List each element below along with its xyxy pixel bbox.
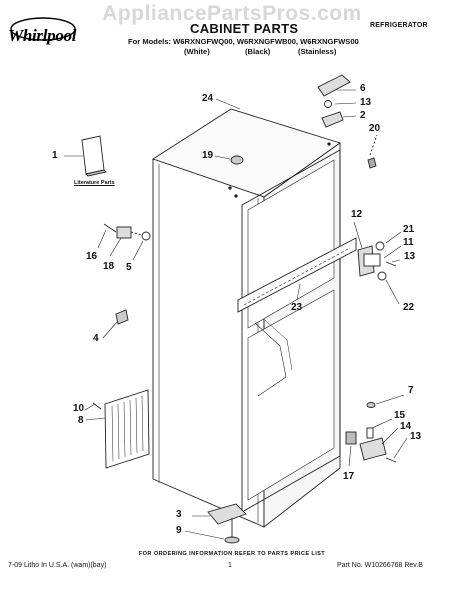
variant-black: (Black) — [245, 47, 271, 56]
callout-21: 21 — [403, 224, 415, 235]
callout-20: 20 — [369, 123, 381, 134]
watermark-text: AppliancePartsPros.com — [102, 2, 362, 25]
callout-12: 12 — [351, 209, 363, 220]
callout-13-middle: 13 — [404, 251, 416, 262]
divider-rail — [237, 237, 357, 313]
rear-access-panel — [92, 389, 150, 469]
callout-13-top: 13 — [360, 97, 372, 108]
callout-22: 22 — [403, 302, 415, 313]
callout-7: 7 — [408, 385, 414, 396]
callout-17: 17 — [343, 471, 355, 482]
callout-19: 19 — [202, 150, 214, 161]
callout-13-bottom: 13 — [410, 431, 422, 442]
cabinet-shell — [151, 108, 342, 528]
callout-11: 11 — [403, 237, 414, 248]
page-title: CABINET PARTS — [190, 21, 299, 36]
callout-4: 4 — [93, 333, 99, 344]
page-number: 1 — [228, 562, 232, 569]
model-list: For Models: W6RXNGFWQ00, W6RXNGFWB00, W6… — [128, 37, 359, 46]
callout-18: 18 — [103, 261, 115, 272]
callout-9: 9 — [176, 525, 182, 536]
callout-10: 10 — [73, 403, 85, 414]
callout-8: 8 — [78, 415, 84, 426]
callout-16: 16 — [86, 251, 98, 262]
callout-5: 5 — [126, 262, 132, 273]
whirlpool-logo-icon — [10, 17, 76, 41]
callout-23: 23 — [291, 302, 303, 313]
callout-24: 24 — [202, 93, 214, 104]
ordering-note: FOR ORDERING INFORMATION REFER TO PARTS … — [138, 551, 326, 557]
callout-15: 15 — [394, 410, 406, 421]
variant-stainless: (Stainless) — [298, 47, 337, 56]
variant-white: (White) — [184, 47, 210, 56]
part-number: Part No. W10266768 Rev.B — [337, 562, 423, 569]
callout-2: 2 — [360, 110, 366, 121]
top-hinge — [321, 111, 344, 128]
callout-6: 6 — [360, 83, 366, 94]
callout-1: 1 — [52, 150, 58, 161]
hinge-cover — [317, 74, 351, 97]
litho-info: 7-09 Litho In U.S.A. (wam)(bay) — [8, 562, 107, 569]
callout-3: 3 — [176, 509, 182, 520]
callout-14: 14 — [400, 421, 412, 432]
brand-logo: Whirlpool — [8, 26, 77, 45]
literature-parts-label: Literature Parts — [74, 180, 115, 186]
product-category: REFRIGERATOR — [370, 22, 428, 29]
literature-book — [81, 135, 107, 177]
